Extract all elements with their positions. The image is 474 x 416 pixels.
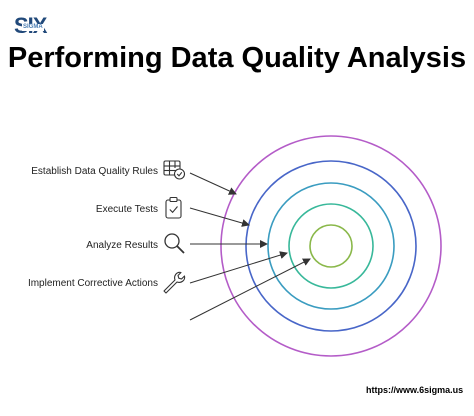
logo-subtext: SIGMA: [22, 24, 44, 31]
clipboard-check-icon: [165, 196, 182, 219]
magnifier-icon: [164, 233, 185, 254]
footer-url[interactable]: https://www.6sigma.us: [366, 385, 464, 395]
arrow-step-4: [189, 251, 288, 284]
six-sigma-logo: SIX SIGMA: [14, 11, 48, 43]
page-title: Performing Data Quality Analysis: [7, 42, 467, 74]
arrow-step-5: [189, 258, 311, 321]
step-label-analyze-results: Analyze Results: [86, 240, 158, 251]
arrow-step-1: [189, 172, 237, 195]
arrow-step-2: [189, 207, 250, 227]
ring-inner: [309, 224, 353, 268]
ring-2: [245, 160, 417, 332]
step-label-execute-tests: Execute Tests: [95, 204, 158, 215]
table-check-icon: [163, 160, 186, 180]
ring-3: [267, 182, 395, 310]
step-label-corrective-actions: Implement Corrective Actions: [27, 278, 158, 289]
wrench-icon: [163, 271, 186, 294]
ring-outer: [220, 135, 442, 357]
ring-4: [288, 203, 374, 289]
step-label-establish-rules: Establish Data Quality Rules: [31, 166, 158, 177]
